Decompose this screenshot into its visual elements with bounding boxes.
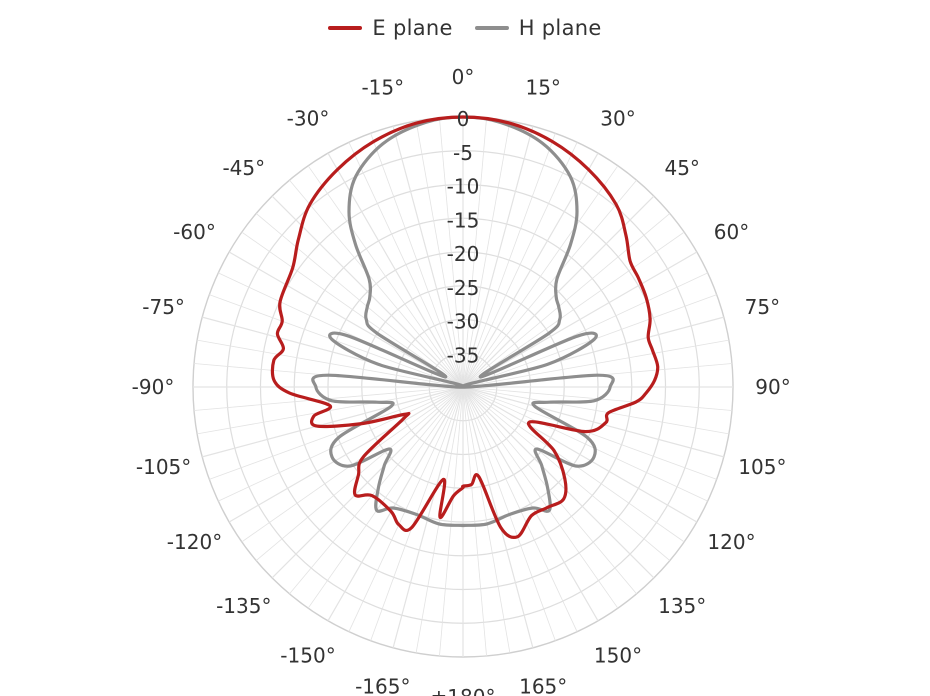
grid-spoke-major xyxy=(462,386,698,523)
grid-spoke-major xyxy=(462,195,655,388)
grid-spoke-minor xyxy=(255,213,464,388)
grid-spoke-minor xyxy=(462,386,671,561)
grid-spoke-minor xyxy=(462,179,637,388)
grid-spoke-major xyxy=(462,126,534,388)
grid-spoke-minor xyxy=(462,386,717,480)
grid-spoke-minor xyxy=(439,117,464,388)
grid-spoke-minor xyxy=(462,117,487,388)
angle-tick-label: -60° xyxy=(173,220,216,244)
angle-tick-label: 105° xyxy=(738,455,786,479)
grid-spoke-minor xyxy=(415,121,464,388)
grid-spoke-minor xyxy=(462,386,729,435)
radial-tick-label: -25 xyxy=(447,276,480,300)
grid-spoke-minor xyxy=(462,213,671,388)
grid-spoke-minor xyxy=(462,386,487,657)
grid-spoke-major xyxy=(228,386,464,523)
grid-spoke-minor xyxy=(462,386,511,653)
grid-spoke-minor xyxy=(289,179,464,388)
angle-tick-label: ±180° xyxy=(431,685,496,696)
grid-spoke-major xyxy=(392,126,464,388)
radial-tick-label: -10 xyxy=(447,175,480,199)
grid-spoke-major xyxy=(202,386,464,458)
grid-spoke-minor xyxy=(462,339,729,388)
angle-tick-label: 15° xyxy=(525,76,560,100)
grid-spoke-minor xyxy=(462,133,556,388)
grid-spoke-minor xyxy=(348,142,464,388)
radial-tick-label: -30 xyxy=(447,310,480,334)
angle-tick-label: 75° xyxy=(745,295,780,319)
grid-spoke-minor xyxy=(209,386,464,480)
grid-spoke-major xyxy=(392,386,464,648)
series-line-e-plane[interactable] xyxy=(270,115,660,540)
radial-tick-label: -5 xyxy=(453,141,473,165)
angle-tick-label: -75° xyxy=(142,295,185,319)
radial-tick-label: 0 xyxy=(457,107,470,131)
legend-swatch-h-plane xyxy=(474,26,509,30)
grid-spoke-minor xyxy=(218,386,464,502)
radial-tick-label: -15 xyxy=(447,208,480,232)
grid-spoke-major xyxy=(462,386,655,579)
grid-spoke-major xyxy=(462,386,724,458)
legend: E plane H plane xyxy=(0,16,930,40)
angle-tick-label: -165° xyxy=(355,674,410,696)
angle-tick-label: 90° xyxy=(755,375,790,399)
angle-tick-label: 45° xyxy=(664,156,699,180)
angle-tick-label: -105° xyxy=(136,455,191,479)
grid-spoke-major xyxy=(228,251,464,388)
grid-spoke-minor xyxy=(439,386,464,657)
grid-spoke-major xyxy=(462,251,698,388)
grid-spoke-major xyxy=(271,195,464,388)
grid-spoke-minor xyxy=(462,386,637,595)
grid-spoke-major xyxy=(271,386,464,579)
grid-spoke-minor xyxy=(197,386,464,435)
radial-tick-label: -35 xyxy=(447,343,480,367)
angle-tick-label: 30° xyxy=(600,107,635,131)
angle-tick-label: 0° xyxy=(452,65,475,89)
radial-tick-label: -20 xyxy=(447,242,480,266)
legend-label-e-plane: E plane xyxy=(372,16,453,40)
grid-spoke-major xyxy=(462,386,534,648)
grid-spoke-minor xyxy=(462,386,708,502)
grid-spoke-minor xyxy=(462,386,619,609)
grid-spoke-minor xyxy=(462,231,685,388)
grid-spoke-minor xyxy=(370,133,464,388)
angle-tick-label: 120° xyxy=(707,530,755,554)
grid-spoke-minor xyxy=(462,121,511,388)
angle-tick-label: -150° xyxy=(280,644,335,668)
grid-spoke-minor xyxy=(307,165,464,388)
grid-spoke-minor xyxy=(415,386,464,653)
grid-spoke-minor xyxy=(197,339,464,388)
angle-tick-label: 135° xyxy=(658,594,706,618)
grid-spoke-minor xyxy=(241,231,464,388)
angle-tick-label: 165° xyxy=(519,674,567,696)
legend-item-e-plane[interactable]: E plane xyxy=(328,16,452,40)
legend-item-h-plane[interactable]: H plane xyxy=(474,16,602,40)
angle-tick-label: -120° xyxy=(167,530,222,554)
grid-spoke-minor xyxy=(307,386,464,609)
legend-label-h-plane: H plane xyxy=(518,16,602,40)
angle-tick-label: -135° xyxy=(216,594,271,618)
series-layer xyxy=(270,115,660,540)
grid-spoke-major xyxy=(462,386,599,622)
grid-spoke-minor xyxy=(462,165,619,388)
axis-labels: 0° 15° 30° 45° 60° 75° 90° 105° 120° 135° 150° 165°… xyxy=(132,65,791,696)
legend-swatch-e-plane xyxy=(328,26,363,30)
angle-tick-label: 60° xyxy=(714,220,749,244)
grid-spoke-minor xyxy=(289,386,464,595)
angle-tick-label: -30° xyxy=(287,107,330,131)
angle-tick-label: 150° xyxy=(594,644,642,668)
grid-spoke-major xyxy=(327,386,464,622)
angle-tick-label: -45° xyxy=(222,156,265,180)
grid-spoke-minor xyxy=(462,142,578,388)
angle-tick-label: -15° xyxy=(361,76,404,100)
angle-tick-label: -90° xyxy=(132,375,175,399)
